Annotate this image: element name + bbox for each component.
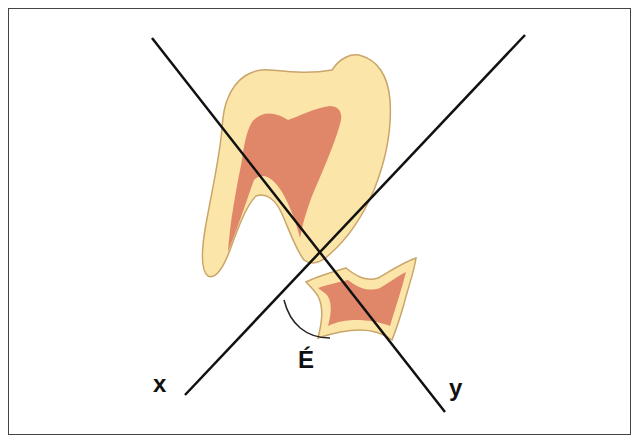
frame <box>9 9 631 435</box>
pulp-chamber <box>228 106 341 252</box>
extraction-arc <box>284 300 330 338</box>
fragment-pulp <box>318 272 406 326</box>
axis-label: y <box>449 376 462 400</box>
point-label: É <box>298 348 314 372</box>
axis-label: x <box>153 372 166 396</box>
axis-line-x <box>185 35 525 395</box>
axis-line-y <box>152 38 445 412</box>
tooth-outline <box>203 55 391 277</box>
root-fragment <box>306 258 416 340</box>
